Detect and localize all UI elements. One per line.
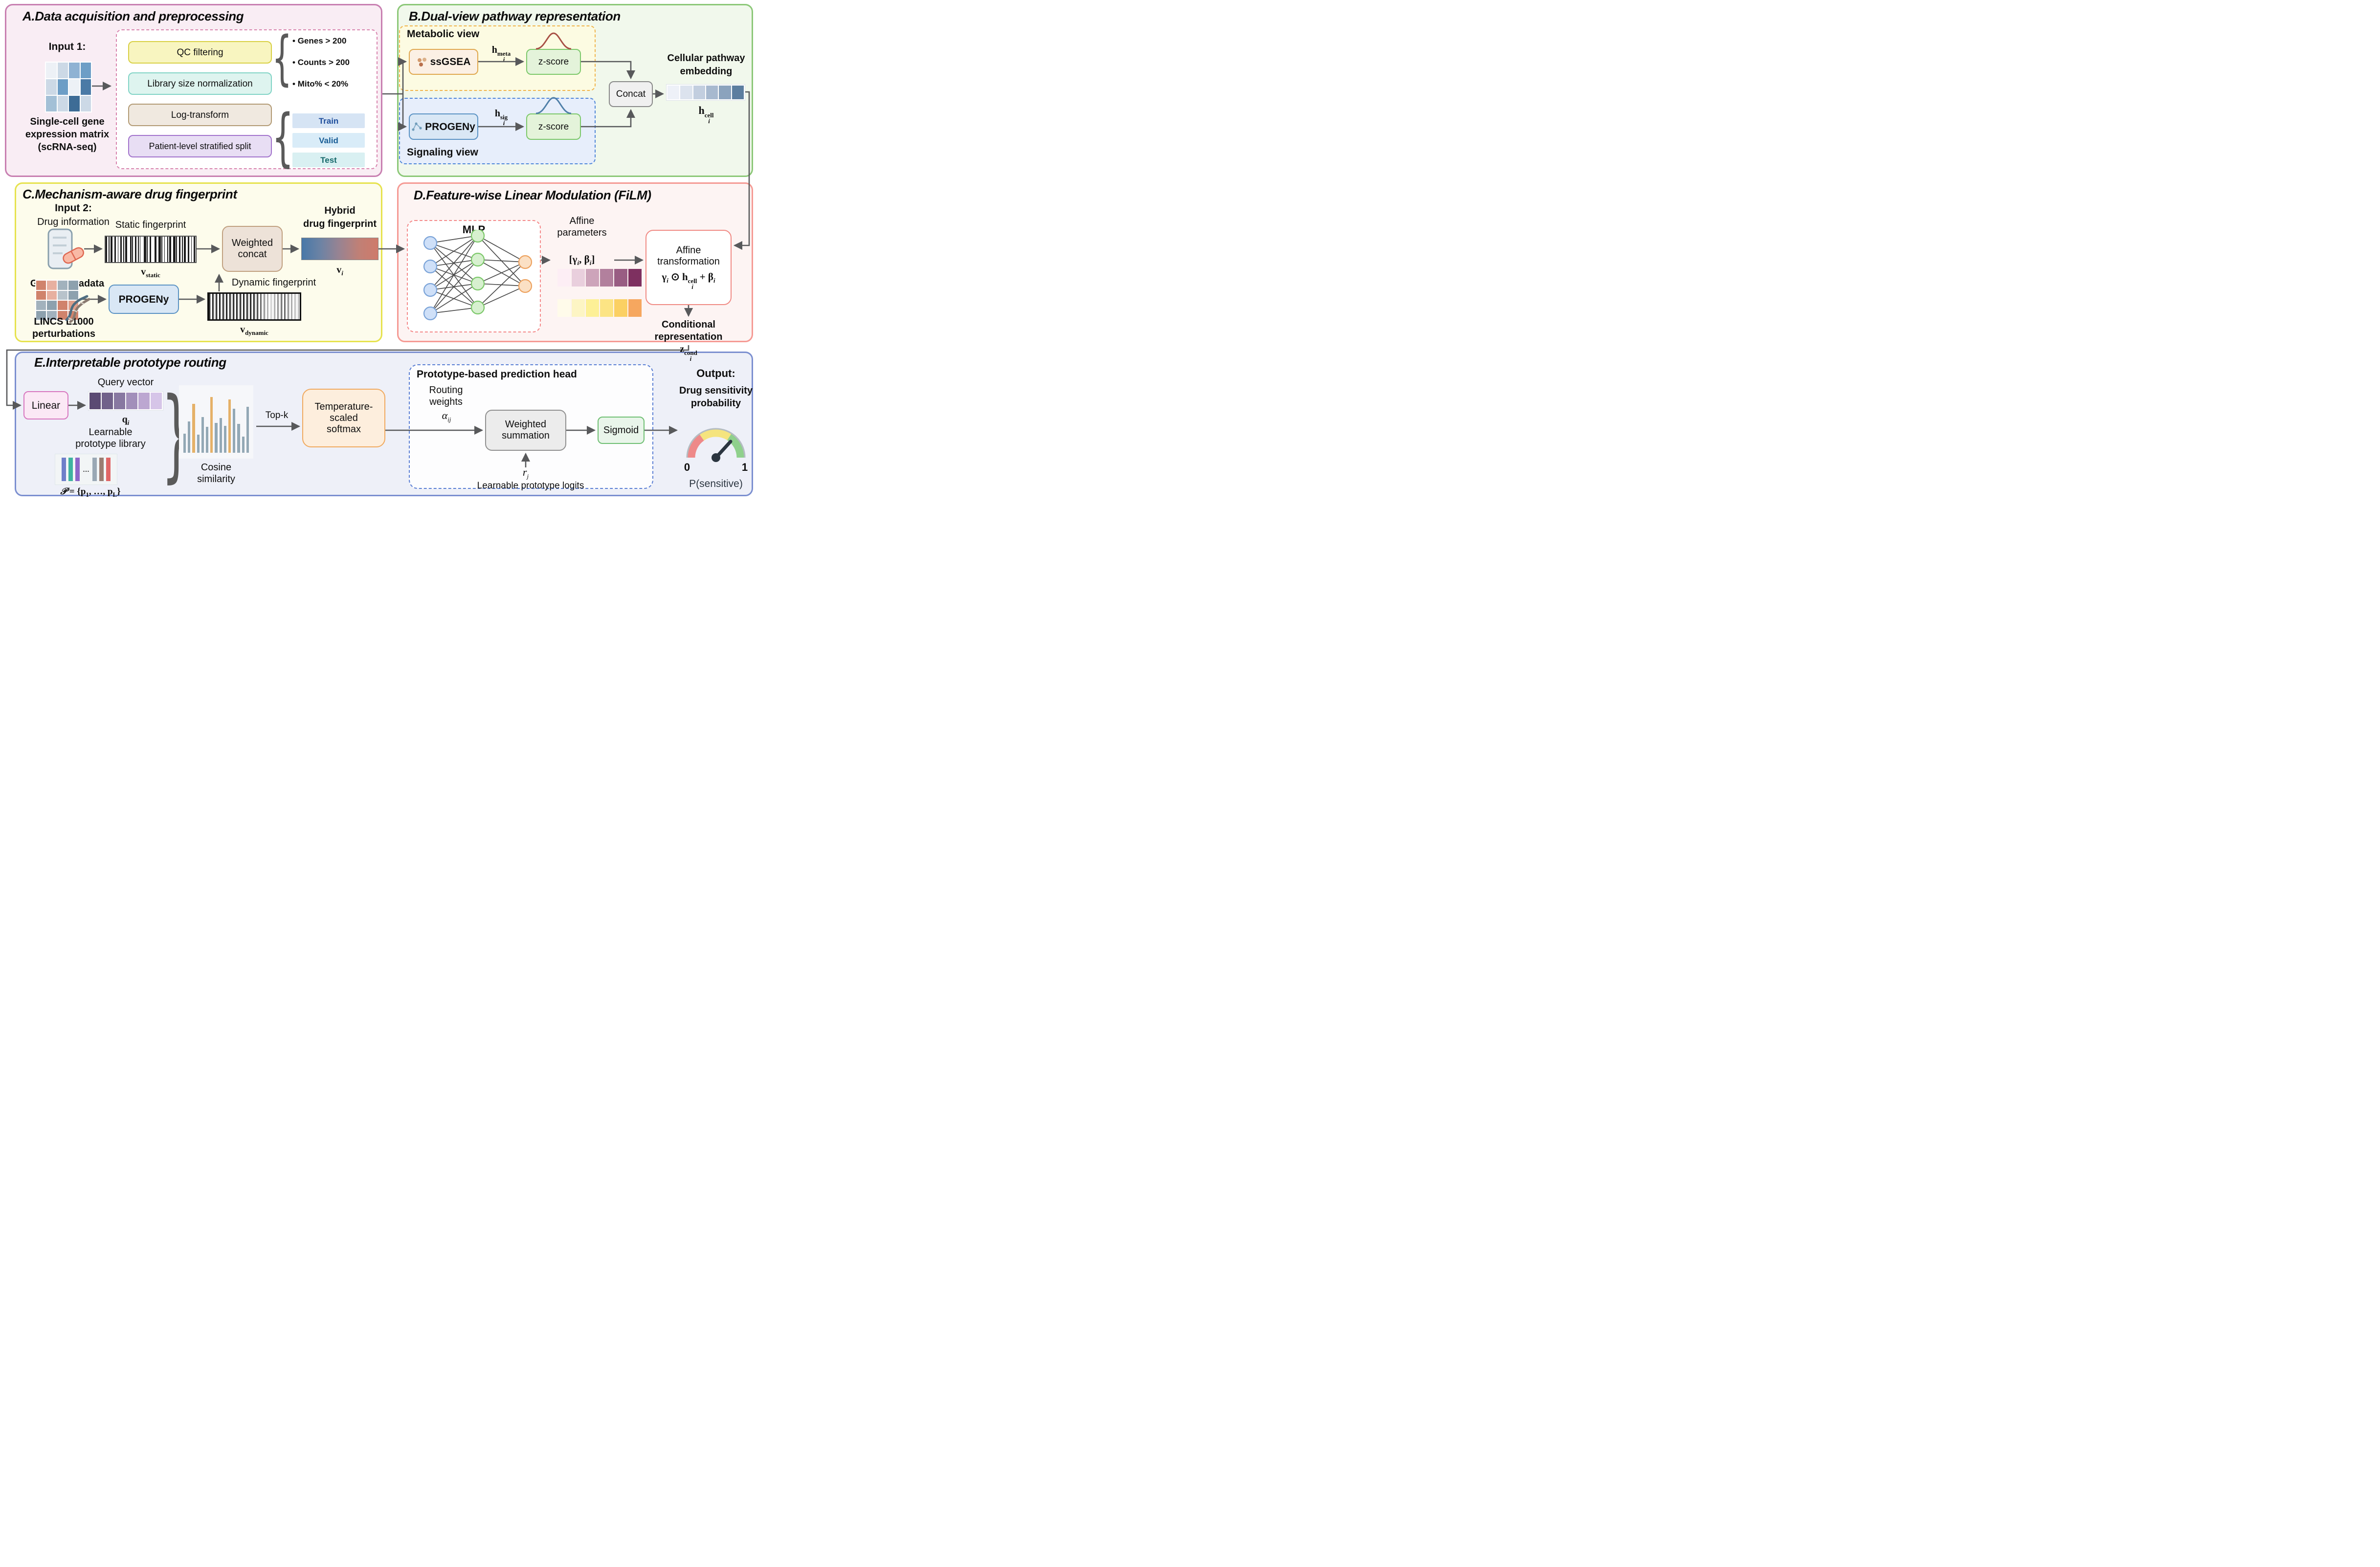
input2-label: Input 2:: [55, 202, 92, 214]
prediction-head-title: Prototype-based prediction head: [417, 369, 577, 380]
split-test: Test: [292, 153, 365, 167]
bell-curve-signaling: [535, 97, 572, 114]
hybrid-fingerprint-bar: [301, 238, 378, 260]
static-fingerprint-barcode: [105, 236, 197, 263]
v-static-label: vstatic: [141, 266, 160, 279]
output-label: Output:: [696, 367, 735, 379]
step-patient-split: Patient-level stratified split: [128, 135, 272, 157]
qc-brace: {: [272, 23, 292, 92]
topk-label: Top-k: [265, 410, 289, 420]
beta-color-strip: [557, 299, 642, 317]
zscore-signaling-box: z-score: [526, 113, 581, 140]
dynamic-fp-label: Dynamic fingerprint: [231, 277, 316, 288]
split-valid: Valid: [292, 133, 365, 148]
step-log-transform: Log-transform: [128, 104, 272, 126]
concat-box: Concat: [609, 81, 653, 107]
progeny-box-b: PROGENy: [409, 113, 478, 140]
r-j-label: rj: [522, 466, 529, 480]
step-qc-filtering: QC filtering: [128, 41, 272, 64]
prototype-library: …: [55, 454, 117, 485]
split-train: Train: [292, 113, 365, 128]
panel-a-title: A.Data acquisition and preprocessing: [22, 9, 244, 23]
p-sensitive-label: P(sensitive): [689, 478, 743, 489]
prototype-set-formula: 𝒫 = {p1, …, pL}: [60, 486, 121, 498]
bell-curve-metabolic: [535, 32, 572, 50]
step-library-normalization: Library size normalization: [128, 72, 272, 95]
drug-info-label: Drug information: [37, 217, 110, 227]
qc-criteria: Genes > 200 Counts > 200 Mito% < 20%: [292, 36, 350, 89]
lincs-matrix: [35, 280, 79, 321]
probability-gauge: [686, 428, 746, 462]
progeny-box-c: PROGENy: [109, 285, 179, 314]
sigmoid-box: Sigmoid: [598, 417, 645, 444]
q-i-label: qi: [122, 414, 130, 426]
dna-helix-icon: [65, 295, 90, 323]
embedding-caption: Cellular pathway embedding: [667, 53, 745, 77]
dynamic-fingerprint-barcode: [207, 292, 301, 321]
ssgsea-dots-icon: [417, 57, 426, 66]
panel-e-title: E.Interpretable prototype routing: [34, 355, 226, 370]
query-vector-label: Query vector: [97, 377, 154, 388]
gamma-beta-label: [γi, βi]: [569, 253, 595, 267]
split-brace: {: [272, 101, 294, 174]
cosine-similarity-chart: [179, 385, 253, 459]
mlp-network: [423, 230, 533, 321]
query-vector-bar: [88, 391, 163, 411]
gauge-max-label: 1: [741, 461, 748, 473]
progeny-network-icon: [412, 122, 422, 131]
static-fp-label: Static fingerprint: [115, 220, 186, 230]
scrna-matrix: [45, 62, 92, 112]
gauge-min-label: 0: [684, 461, 690, 473]
gamma-color-strip: [557, 269, 642, 287]
alpha-ij-label: αij: [442, 409, 451, 423]
panel-c-title: C.Mechanism-aware drug fingerprint: [22, 187, 237, 201]
figure-canvas: A.Data acquisition and preprocessing Inp…: [0, 0, 756, 498]
matrix-caption: Single-cell gene expression matrix (scRN…: [25, 116, 110, 153]
panel-b-title: B.Dual-view pathway representation: [409, 9, 621, 23]
zscore-metabolic-box: z-score: [526, 49, 581, 75]
v-i-label: vi: [336, 265, 343, 277]
linear-box: Linear: [23, 391, 68, 419]
panel-d-title: D.Feature-wise Linear Modulation (FiLM): [414, 188, 651, 202]
prototype-logits-label: Learnable prototype logits: [477, 481, 584, 491]
cell-embedding-vector: [666, 84, 745, 101]
gdsc-document-pill-icon: [47, 228, 84, 269]
metabolic-view-label: Metabolic view: [407, 28, 480, 40]
v-dynamic-label: vdynamic: [240, 324, 268, 336]
input1-label: Input 1:: [48, 41, 86, 52]
signaling-view-label: Signaling view: [407, 147, 478, 158]
ssgsea-box: ssGSEA: [409, 49, 478, 75]
